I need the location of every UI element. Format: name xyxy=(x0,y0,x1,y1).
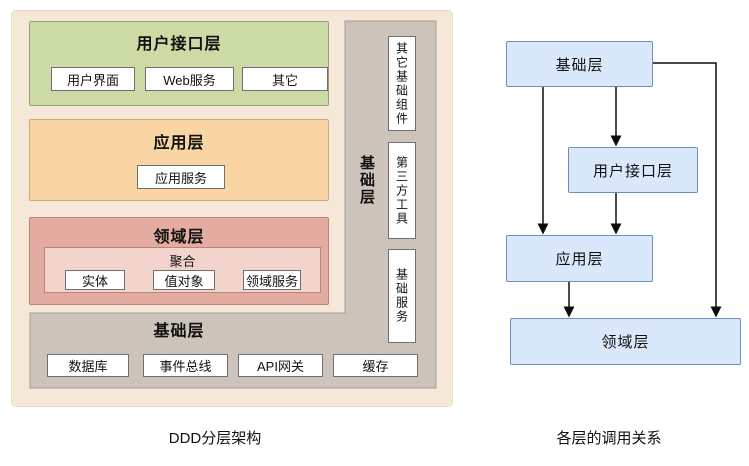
aggregate-item: 实体 xyxy=(65,270,125,290)
aggregate-title: 聚合 xyxy=(169,254,196,269)
ui-layer-box: Web服务 xyxy=(145,67,234,91)
ui-layer-box: 其它 xyxy=(242,67,328,91)
infra-strip-title: 基础层 xyxy=(358,155,375,206)
app-layer-panel: 应用层 应用服务 xyxy=(29,119,329,201)
node-ui-layer: 用户接口层 xyxy=(568,147,698,193)
app-layer-box: 应用服务 xyxy=(137,165,225,189)
infra-bar-box: 事件总线 xyxy=(143,354,228,377)
ui-layer-title: 用户接口层 xyxy=(136,36,222,53)
aggregate-item: 值对象 xyxy=(153,270,215,290)
ui-layer-box: 用户界面 xyxy=(51,67,135,91)
infra-bar-box: 数据库 xyxy=(47,354,129,377)
infra-bar-box: 缓存 xyxy=(333,354,418,377)
infra-strip-box: 基础服务 xyxy=(388,249,416,343)
right-diagram-caption: 各层的调用关系 xyxy=(556,430,662,447)
infra-bar-title: 基础层 xyxy=(153,323,205,340)
app-layer-title: 应用层 xyxy=(153,135,205,152)
layered-architecture-container: 用户接口层 用户界面 Web服务 其它 应用层 应用服务 领域层 聚合 实体 值… xyxy=(11,10,453,407)
aggregate-box: 聚合 实体 值对象 领域服务 xyxy=(44,247,321,293)
infra-bar-box: API网关 xyxy=(238,354,323,377)
ui-layer-panel: 用户接口层 用户界面 Web服务 其它 xyxy=(29,21,329,106)
aggregate-item: 领域服务 xyxy=(243,270,301,290)
left-diagram-caption: DDD分层架构 xyxy=(168,430,262,447)
infra-strip-box: 第三方工具 xyxy=(388,142,416,239)
node-domain-layer: 领域层 xyxy=(510,318,741,365)
node-app-layer: 应用层 xyxy=(506,235,653,282)
domain-layer-panel: 领域层 聚合 实体 值对象 领域服务 xyxy=(29,217,329,305)
domain-layer-title: 领域层 xyxy=(153,229,205,246)
infra-strip-box: 其它基础组件 xyxy=(388,36,416,131)
node-infra-layer: 基础层 xyxy=(506,41,653,87)
